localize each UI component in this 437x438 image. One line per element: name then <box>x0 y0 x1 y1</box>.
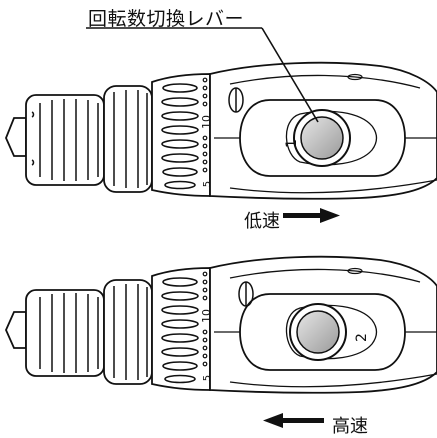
bottom-clutch-slots <box>161 277 199 384</box>
top-arrow-right <box>283 208 340 223</box>
bottom-arrow-left <box>263 413 324 428</box>
bottom-torque-mark-low: 5 <box>202 375 213 381</box>
bottom-lever-knob <box>296 310 340 354</box>
top-torque-mark: 10 <box>200 115 213 129</box>
top-housing-upper-line <box>229 74 421 89</box>
bottom-torque-dots <box>202 271 208 367</box>
bottom-housing-lower-line <box>229 373 437 388</box>
top-chuck-ribs <box>31 99 99 181</box>
bottom-drill <box>5 255 437 394</box>
bottom-lever-position-mark: 2 <box>354 333 370 342</box>
bottom-chuck-tip <box>5 311 27 349</box>
top-drill <box>5 61 437 200</box>
low-speed-label: 低速 <box>244 211 280 232</box>
bottom-direction-icon <box>238 281 254 307</box>
top-housing-lower-line <box>229 179 437 194</box>
bottom-chuck-ribs <box>39 293 99 373</box>
top-clutch-slots <box>161 83 199 190</box>
top-lever-inner <box>285 110 378 166</box>
top-torque-dots <box>202 77 208 173</box>
bottom-vent <box>347 267 363 275</box>
top-direction-icon <box>228 87 244 113</box>
top-vent <box>347 73 363 81</box>
bottom-rear-ribs <box>113 284 148 380</box>
callout-leader <box>86 27 319 123</box>
bottom-torque-mark: 10 <box>200 309 213 323</box>
top-chuck-sleeve-front <box>25 94 105 186</box>
top-torque-mark-low: 5 <box>202 181 213 187</box>
top-rear-ribs <box>113 90 148 188</box>
bottom-chuck-sleeve-rear <box>103 279 153 385</box>
top-chuck-tip <box>5 117 27 157</box>
top-chuck-sleeve-rear <box>103 85 153 193</box>
bottom-chuck-sleeve-front <box>25 289 105 377</box>
top-lever-knob <box>300 116 344 160</box>
top-lever-position-mark: 1 <box>284 139 300 148</box>
high-speed-label: 高速 <box>332 416 368 437</box>
bottom-housing-upper-line <box>229 268 421 283</box>
callout-label: 回転数切換レバー <box>88 8 245 30</box>
bottom-lever-inner <box>285 304 378 360</box>
